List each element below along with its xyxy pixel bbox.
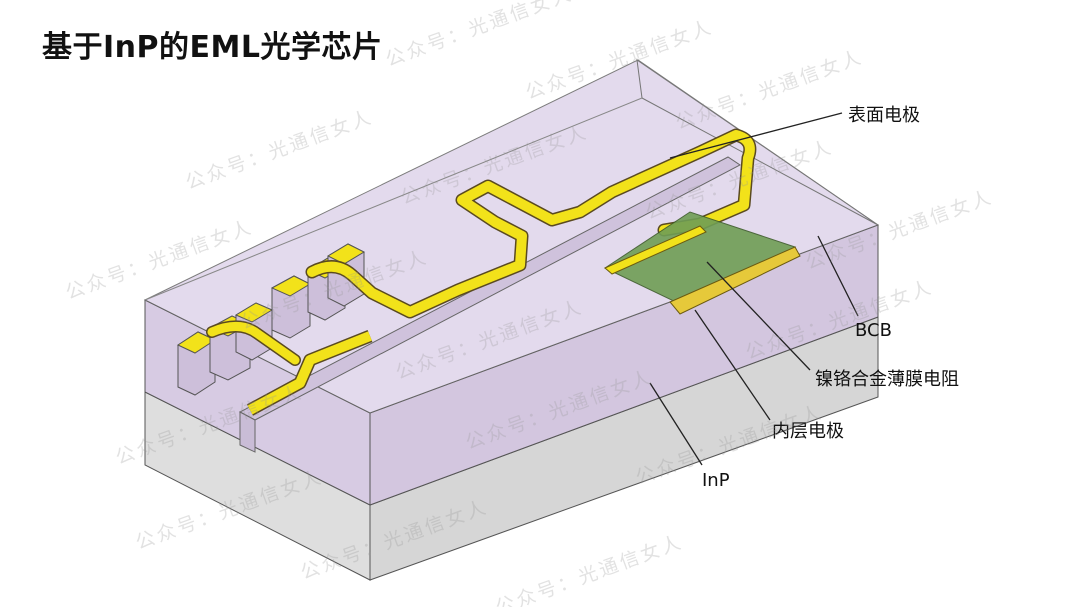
surface-electrode-trace (206, 128, 757, 416)
page-title: 基于InP的EML光学芯片 (42, 30, 383, 65)
label-inp: InP (702, 470, 730, 491)
leader-nicr-resistor (706, 261, 811, 371)
thin-film-resistor (603, 211, 801, 315)
leader-inner-electrode (694, 309, 771, 421)
leader-surface-electrode (669, 112, 843, 159)
label-nicr-resistor: 镍铬合金薄膜电阻 (815, 369, 959, 390)
waveguide-ridge (238, 156, 741, 453)
label-inner-electrode: 内层电极 (772, 421, 844, 442)
leader-inp (649, 382, 703, 466)
label-surface-electrode: 表面电极 (848, 105, 920, 126)
label-bcb: BCB (855, 320, 892, 341)
leader-lines (649, 112, 859, 466)
leader-bcb (817, 235, 859, 317)
